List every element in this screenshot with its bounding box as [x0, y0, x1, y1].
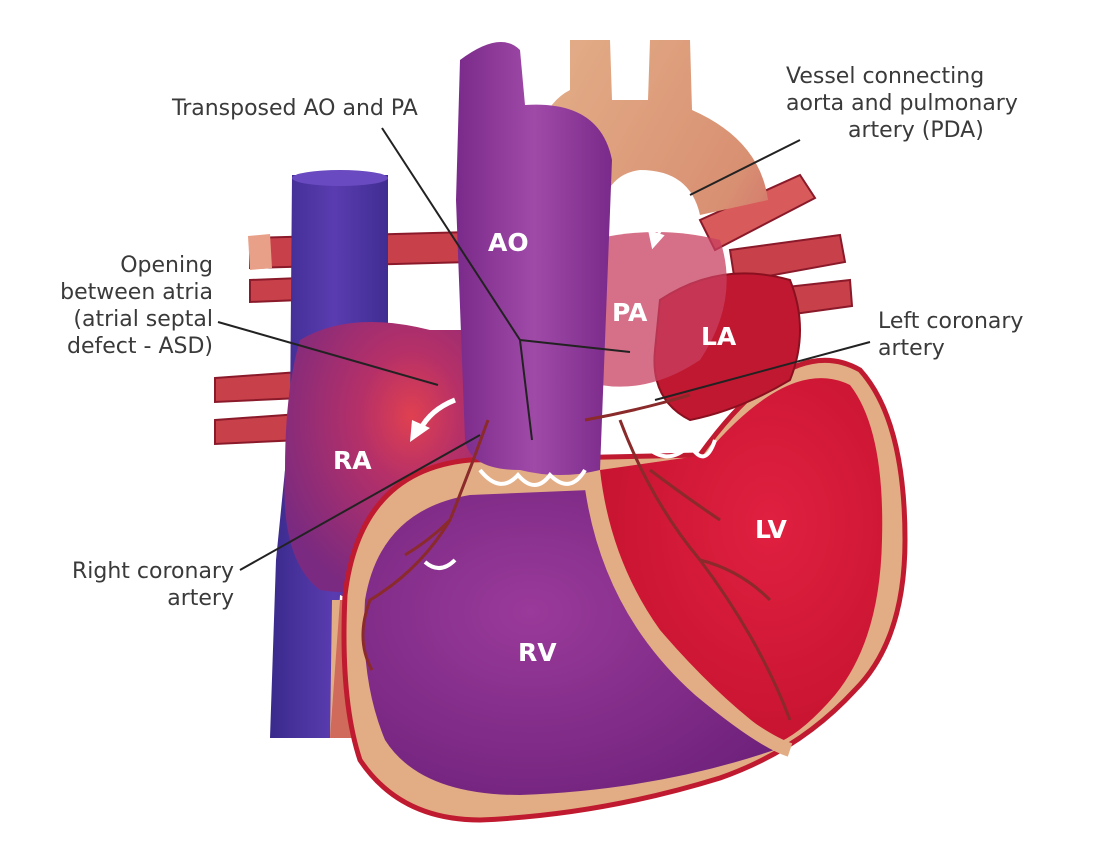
- leader-asd: [217, 321, 439, 386]
- label-ra: RA: [333, 446, 372, 475]
- label-asd-line1: Opening: [120, 253, 213, 278]
- label-asd-line4: defect - ASD): [67, 334, 213, 359]
- label-pda-line2: aorta and pulmonary: [786, 91, 1018, 116]
- label-left-coronary: Left coronary artery: [878, 308, 1023, 362]
- left-ventricle: [600, 378, 883, 742]
- valves: [423, 438, 717, 570]
- label-pa: PA: [612, 298, 648, 327]
- label-pda: Vessel connecting aorta and pulmonary ar…: [786, 63, 1018, 144]
- pda-arrow: [647, 197, 685, 250]
- leader-transposed-pa: [519, 339, 631, 353]
- label-rv: RV: [518, 638, 557, 667]
- label-la: LA: [701, 322, 737, 351]
- aorta: [456, 42, 612, 475]
- label-right-coronary-line2: artery: [167, 586, 234, 611]
- label-left-coronary-line2: artery: [878, 336, 945, 361]
- leader-right-coronary: [239, 434, 481, 571]
- label-asd-line3: (atrial septal: [73, 307, 213, 332]
- right-ventricle: [364, 490, 780, 795]
- label-pda-line3: artery (PDA): [848, 118, 984, 143]
- label-transposed: Transposed AO and PA: [172, 96, 418, 121]
- label-asd-line2: between atria: [60, 280, 213, 305]
- leader-pda: [689, 139, 801, 196]
- leader-lines: [217, 127, 871, 571]
- label-right-coronary-line1: Right coronary: [72, 559, 234, 584]
- coronary-arteries: [361, 393, 792, 721]
- label-lv: LV: [755, 515, 787, 544]
- asd-arrow: [410, 397, 456, 442]
- label-pda-line1: Vessel connecting: [786, 64, 985, 89]
- label-right-coronary: Right coronary artery: [20, 558, 234, 612]
- label-left-coronary-line1: Left coronary: [878, 309, 1024, 334]
- leader-left-coronary: [654, 341, 871, 401]
- label-ao: AO: [488, 228, 529, 257]
- label-asd: Opening between atria (atrial septal def…: [20, 252, 213, 360]
